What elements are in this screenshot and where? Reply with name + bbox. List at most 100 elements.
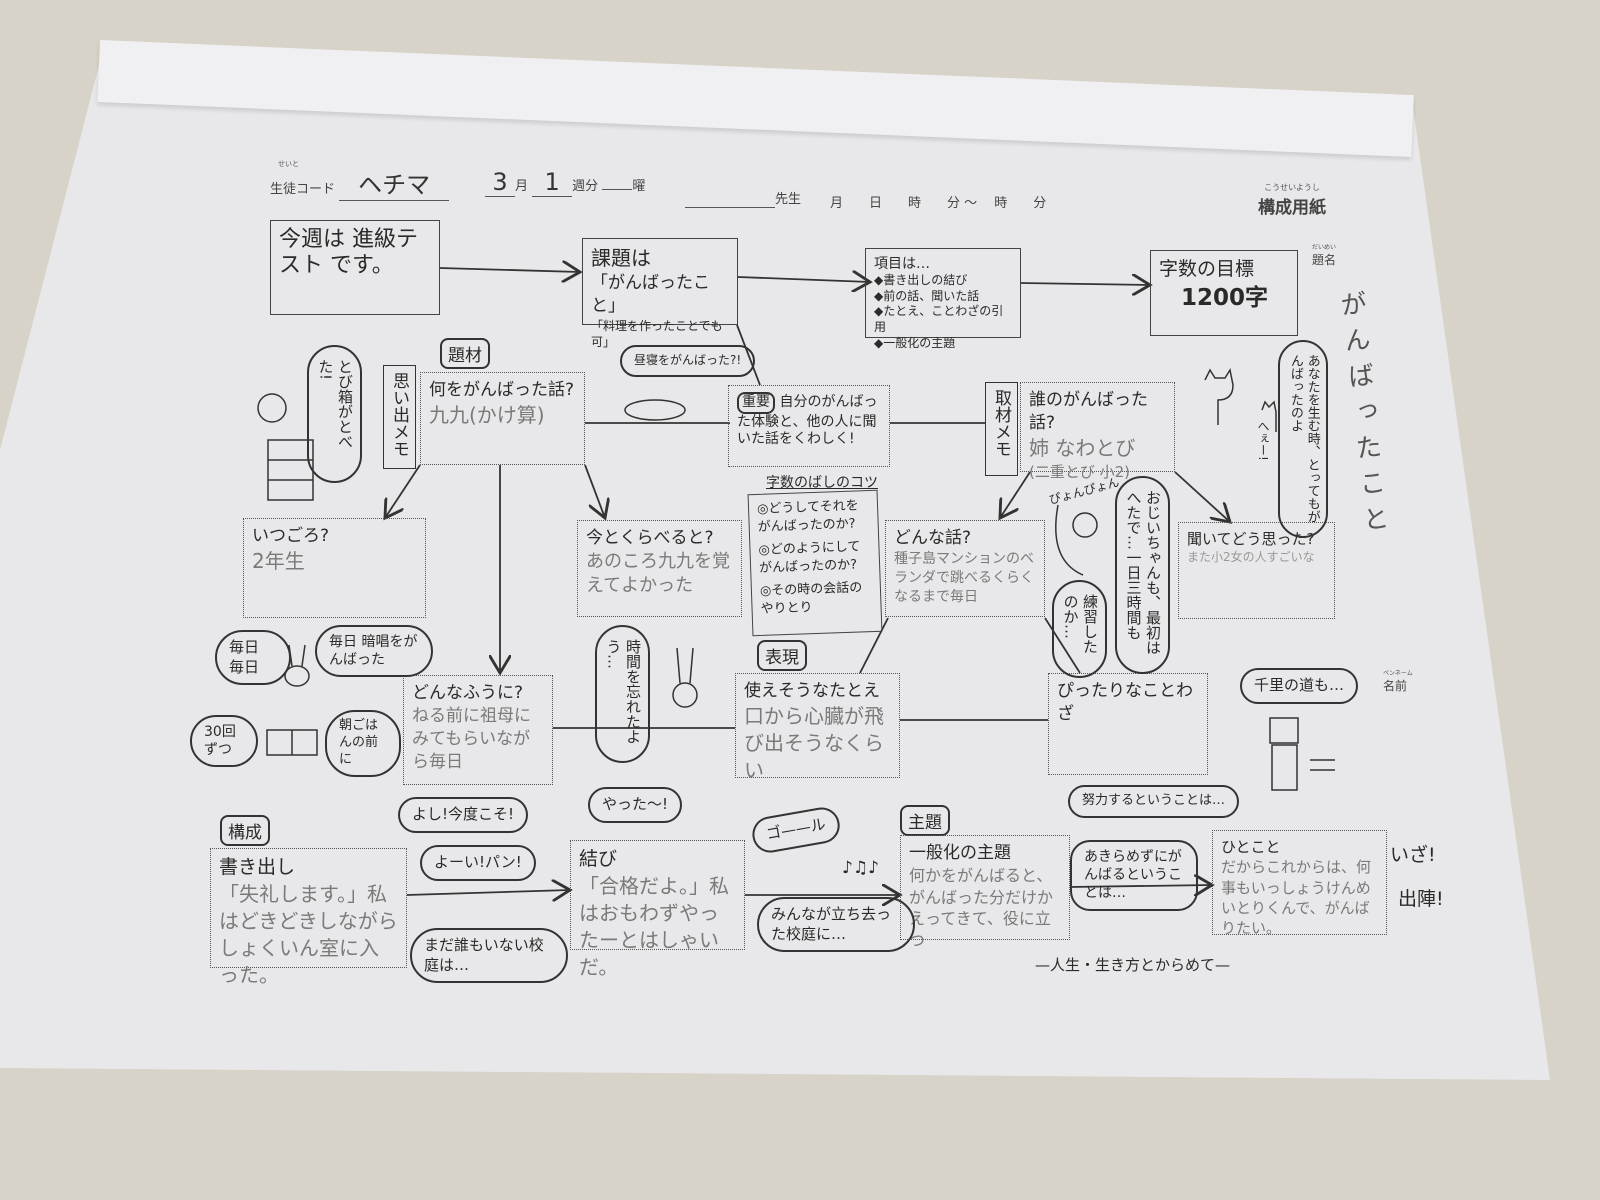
who-box: 誰のがんばった話? 姉 なわとび (二重とび 小2) [1020, 382, 1175, 481]
week-label: 週分 [572, 179, 599, 194]
music-notes: ♪♫♪ [842, 858, 879, 878]
open-book-icon [266, 729, 318, 756]
how-question: どんなふうに? [412, 683, 524, 703]
who-answer-detail: (二重とび 小2) [1029, 462, 1131, 481]
when-box: いつごろ? 2年生 [243, 518, 426, 618]
tips-title: 字数のばしのコツ [766, 475, 878, 491]
intro-text: 今週は 進級テスト です。 [279, 227, 418, 279]
compare-question: 今とくらべると? [586, 528, 714, 548]
compare-box: 今とくらべると? あのころ九九を覚えてよかった [577, 520, 742, 617]
what-answer: 九九(かけ算) [429, 402, 545, 427]
expression-label: 表現 [757, 640, 807, 671]
story-box: どんな話? 種子島マンションのベランダで跳べるくらくなるまで毎日 [885, 520, 1045, 617]
speech-bubble: 練習したのか… [1052, 580, 1107, 678]
compare-answer: あのころ九九を覚えてよかった [586, 550, 730, 597]
weekday-label: 曜 [632, 179, 646, 194]
goal-title: 字数の目標 [1159, 258, 1255, 280]
exclamation-text: いざ! [1390, 844, 1436, 866]
goal-box: 字数の目標 1200字 [1150, 250, 1298, 336]
when-question: いつごろ? [252, 526, 330, 546]
task-value: 「がんばったこと」 [591, 273, 710, 316]
speech-bubble: やった〜! [588, 787, 683, 823]
title-ruby: だいめい [1312, 244, 1337, 251]
what-box: 何をがんばった話? 九九(かけ算) [420, 372, 585, 465]
student-code-value: ヘチマ [339, 165, 450, 201]
opening-question: 書き出し [219, 856, 296, 878]
form-title-ruby: こうせいようし [1264, 183, 1320, 192]
speech-bubble: あなたを生む時、とってもがんばったのよ [1278, 340, 1328, 538]
speech-bubble: 時間を忘れたよう… [595, 625, 650, 763]
metaphor-question: 使えそうなたとえ [744, 681, 880, 701]
thought-answer: また小2女の人すごいな [1187, 550, 1315, 565]
theme-box: 一般化の主題 何かをがんばると、がんばった分だけかえってきて、役に立つ [900, 835, 1070, 950]
proverb-box: ぴったりなことわざ [1048, 673, 1208, 775]
penname-label: 名前 [1383, 679, 1408, 693]
speech-bubble: よーい!パン! [420, 845, 536, 881]
speech-bubble: 毎日 暗唱をがんばった [315, 625, 433, 678]
penname-ruby: ペンネーム [1383, 670, 1413, 677]
bear-on-vaulting-box-icon [257, 393, 314, 501]
items-box: 項目は… ◆書き出しの結び ◆前の話、聞いた話 ◆たとえ、ことわざの引用 ◆一般… [865, 248, 1021, 350]
story-answer: 種子島マンションのベランダで跳べるくらくなるまで毎日 [894, 550, 1034, 605]
important-box: 重要 自分のがんばった体験と、他の人に聞いた話をくわしく! [728, 385, 890, 467]
theme-answer: 何かをがんばると、がんばった分だけかえってきて、役に立つ [909, 865, 1054, 950]
comment-box: ひとこと だからこれからは、何事もいっしょうけんめいとりくんで、がんばりたい。 [1212, 830, 1387, 937]
month-label: 月 [515, 179, 529, 194]
opening-box: 書き出し 「失礼します。」私はどきどきしながらしょくいん室に入った。 [210, 848, 407, 987]
comment-note: —人生・生き方とからめて— [1035, 956, 1231, 974]
penname-block: ペンネーム 名前 [1383, 668, 1413, 694]
speech-bubble: あきらめずにがんばるということは… [1070, 840, 1198, 911]
ruby: せいと [278, 160, 299, 168]
opening-answer: 「失礼します。」私はどきどきしながらしょくいん室に入った。 [219, 881, 398, 987]
theme-question: 一般化の主題 [909, 843, 1011, 863]
comment-question: ひとこと [1221, 838, 1281, 856]
teacher-label: 先生 [775, 192, 802, 207]
sleeping-animal-icon [624, 399, 686, 421]
session-time-label: 月 日 時 分 ～ 時 分 [830, 196, 1047, 211]
title-label-block: だいめい 題名 [1312, 242, 1336, 268]
teacher-field[interactable]: 先生 [685, 188, 801, 208]
goal-value: 1200字 [1181, 284, 1269, 311]
closing-question: 結び [579, 848, 618, 870]
student-code-field[interactable]: せいと 生徒コード ヘチマ [270, 160, 450, 201]
task-box: 課題は 「がんばったこと」 「料理を作ったことでも可」 [582, 238, 738, 349]
what-question: 何をがんばった話? [429, 380, 575, 400]
items-title: 項目は… [874, 256, 930, 272]
important-label: 重要 [737, 392, 775, 414]
metaphor-answer: 口から心臓が飛び出そうなくらい [744, 703, 884, 782]
item: ◆前の話、聞いた話 [874, 288, 980, 303]
important-text: 自分のがんばった体験と、他の人に聞いた話をくわしく! [737, 394, 878, 447]
form-title: 構成用紙 [1258, 198, 1326, 218]
speech-bubble: みんなが立ち去った校庭に… [757, 897, 915, 952]
closing-answer: 「合格だよ。」私はおもわずやったーとはしゃいだ。 [579, 873, 729, 979]
story-question: どんな話? [894, 528, 972, 548]
task-note: 「料理を作ったことでも可」 [591, 318, 723, 350]
structure-label: 構成 [220, 815, 270, 846]
speech-bubble: 千里の道も… [1240, 668, 1359, 704]
speech-bubble: おじいちゃんも、最初はへたで…一日三時間も [1115, 476, 1170, 674]
rabbit-icon [284, 644, 310, 687]
speech-bubble: まだ誰もいない校庭は… [410, 928, 568, 983]
who-answer: 姉 なわとび [1029, 435, 1136, 460]
material-label: 題材 [440, 338, 490, 369]
speech-bubble: 昼寝をがんばった?! [620, 345, 756, 377]
item: ◆書き出しの結び [874, 273, 968, 288]
cat-icons [1204, 368, 1277, 432]
metaphor-box: 使えそうなたとえ 口から心臓が飛び出そうなくらい [735, 673, 900, 782]
speech-bubble: 30回ずつ [190, 715, 258, 768]
speech-bubble: よし!今度こそ! [398, 797, 529, 833]
walking-cat-icon [1269, 717, 1335, 791]
closing-box: 結び 「合格だよ。」私はおもわずやったーとはしゃいだ。 [570, 840, 745, 979]
interview-memo-tag: 取材メモ [985, 382, 1018, 476]
speech-bubble: 努力するということは… [1068, 785, 1240, 818]
title-label: 題名 [1312, 253, 1337, 267]
how-answer: ねる前に祖母にみてもらいながら毎日 [412, 705, 531, 772]
who-question: 誰のがんばった話? [1029, 390, 1148, 433]
week-value: 1 [532, 168, 573, 197]
task-title: 課題は [591, 246, 651, 270]
form-title-block: こうせいようし 構成用紙 [1258, 182, 1326, 218]
rabbit-reading-icon [672, 647, 698, 708]
thought-box: 聞いてどう思った? また小2女の人すごいな [1178, 522, 1335, 619]
